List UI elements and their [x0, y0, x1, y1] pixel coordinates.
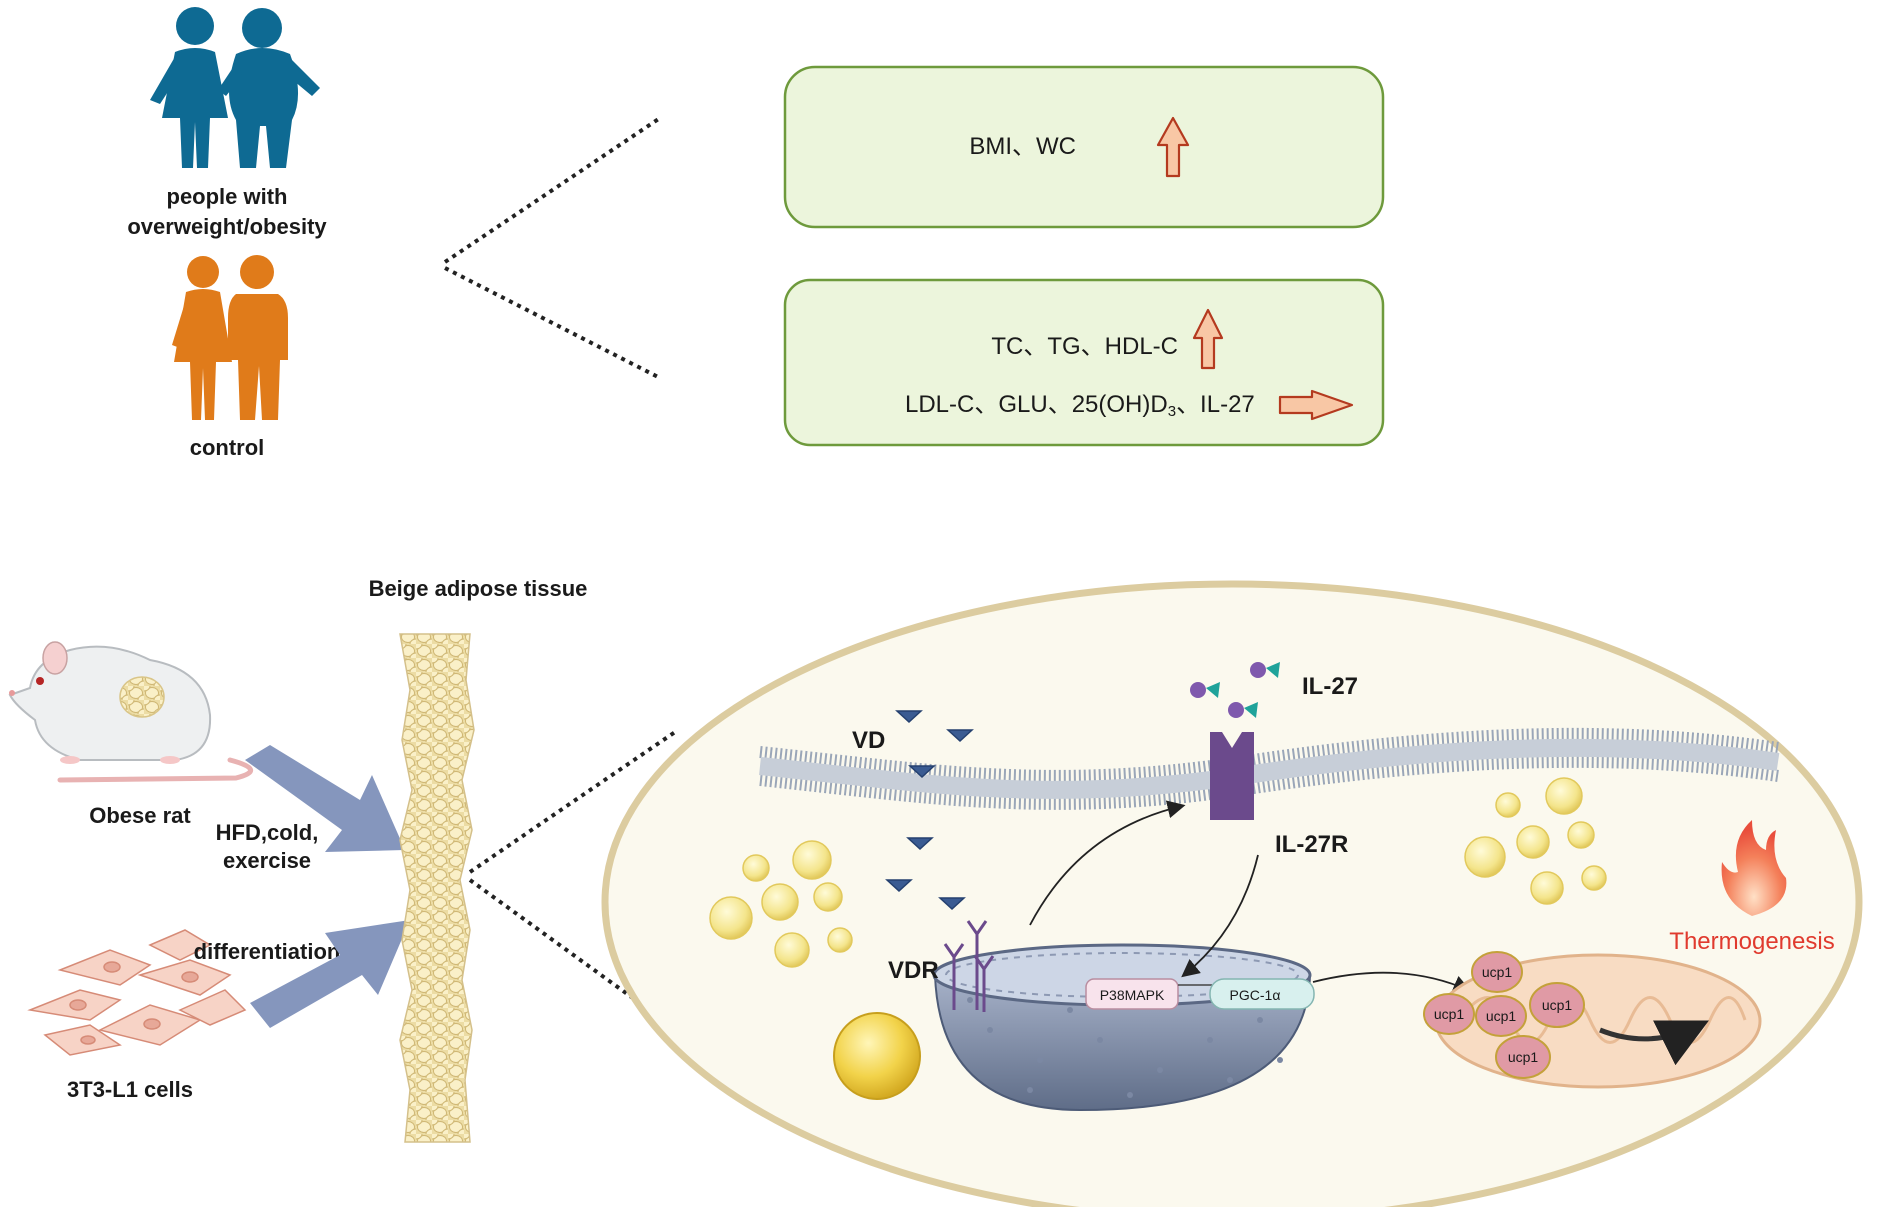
flame-icon [1721, 820, 1787, 916]
ucp1-label-1: ucp1 [1482, 964, 1513, 980]
tissue-title: Beige adipose tissue [369, 576, 588, 601]
ucp1-proteins: ucp1 ucp1 ucp1 ucp1 ucp1 [1423, 951, 1585, 1079]
rat-label: Obese rat [89, 803, 191, 828]
il27r-label: IL-27R [1275, 831, 1348, 858]
tissue-connector-lines [468, 728, 680, 1027]
pgc1a-box [1209, 978, 1315, 1010]
finding-bmi-wc: BMI、WC [969, 133, 1076, 160]
finding-lipids: TC、TG、HDL-C [991, 333, 1178, 360]
up-arrow-icon [1156, 116, 1190, 178]
obese-group-label-2: overweight/obesity [127, 214, 327, 239]
ucp1-label-2: ucp1 [1434, 1006, 1465, 1022]
beige-adipose-tissue [399, 633, 475, 1143]
vitamin-d-icons [885, 710, 974, 911]
obese-group-label-1: people with [167, 184, 288, 209]
p38mapk-box [1085, 978, 1179, 1010]
ucp1-label-5: ucp1 [1508, 1049, 1539, 1065]
finding-unchanged: LDL-C、GLU、25(OH)D3、IL-27 [905, 391, 1255, 420]
ucp1-protein-3 [1475, 995, 1527, 1037]
finding-box-1: BMI、WC [783, 65, 1385, 229]
pgc-to-mitochondria-arrow [1312, 971, 1472, 993]
vdr-label: VDR [888, 957, 939, 984]
ucp1-protein-4 [1529, 982, 1585, 1028]
rat-treatment-1: HFD,cold, [216, 820, 319, 845]
rat-to-tissue-arrow [245, 745, 405, 852]
rat-icon [8, 641, 253, 783]
cells-treatment: differentiation [194, 939, 341, 964]
cells-to-tissue-arrow [250, 920, 410, 1028]
large-lipid-droplet [833, 1012, 921, 1100]
cell-culture-icon [27, 929, 247, 1056]
right-arrow-icon [1278, 389, 1354, 421]
receptor-to-p38-arrow [1181, 854, 1259, 978]
ucp1-protein-5 [1495, 1035, 1551, 1079]
il27-receptor-icon [1210, 732, 1254, 820]
ucp1-label-3: ucp1 [1486, 1008, 1517, 1024]
control-group-label: control [190, 435, 265, 460]
finding-box-2: TC、TG、HDL-C LDL-C、GLU、25(OH)D3、IL-27 [783, 278, 1385, 447]
vd-label: VD [852, 727, 885, 754]
cells-label: 3T3-L1 cells [67, 1077, 193, 1102]
group-connector-lines [443, 116, 662, 380]
ucp1-protein-1 [1471, 951, 1523, 993]
vdr-to-receptor-arrow [1029, 800, 1186, 926]
pgc1a-label: PGC-1α [1230, 987, 1281, 1003]
thermogenesis-label: Thermogenesis [1669, 928, 1834, 955]
up-arrow-icon-2 [1192, 308, 1224, 370]
il27-label: IL-27 [1302, 673, 1358, 700]
ucp1-protein-2 [1423, 993, 1475, 1035]
lipid-droplets-left [709, 840, 853, 968]
p38mapk-label: P38MAPK [1100, 987, 1165, 1003]
rat-treatment-2: exercise [223, 848, 311, 873]
vdr-receptor-icons [943, 920, 995, 1012]
ucp1-label-4: ucp1 [1542, 997, 1573, 1013]
lipid-droplets-right [1464, 777, 1607, 905]
il27-ligand-icons [1190, 662, 1280, 718]
obese-couple-icon [150, 7, 320, 168]
control-couple-icon [172, 255, 288, 420]
thermogenesis-arrow [1599, 1020, 1709, 1066]
